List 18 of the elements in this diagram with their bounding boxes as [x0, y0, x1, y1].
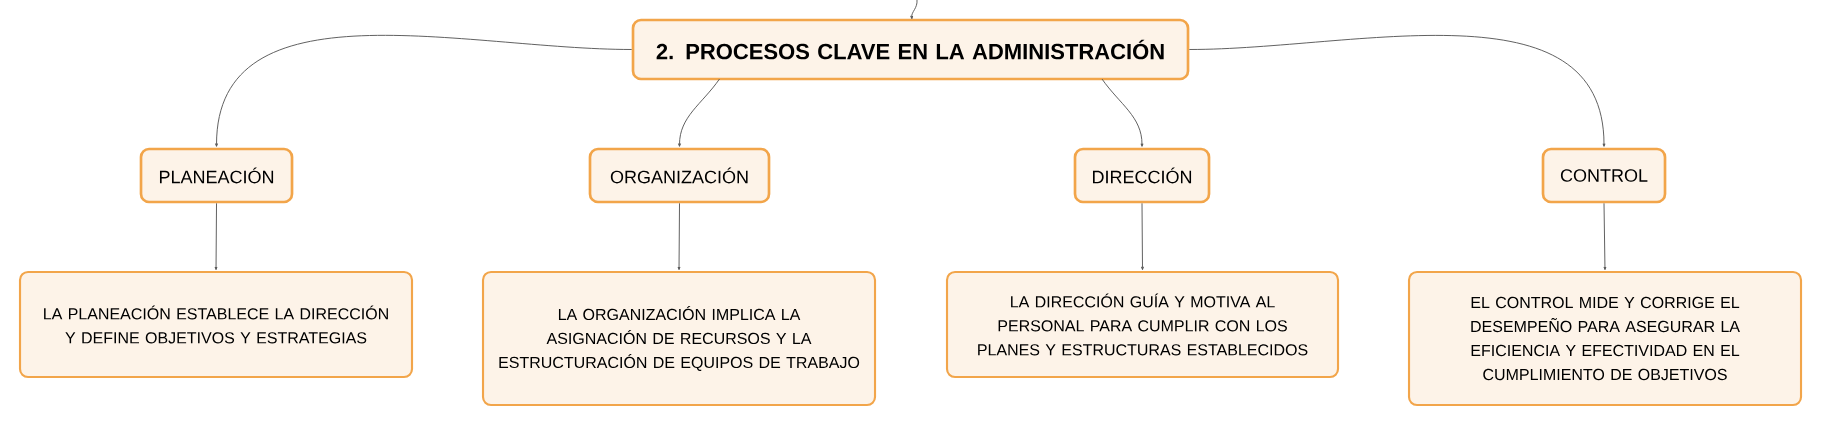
arrow [1101, 78, 1144, 147]
subtopic-box: ORGANIZACIÓN [588, 147, 771, 204]
arrow [214, 202, 218, 271]
description-box: EL CONTROL MIDE Y CORRIGE EL DESEMPEÑO PARA ASEGURAR LA EFICIENCIA Y EFECTIVIDAD EN EL CUMPLIMIENTO DE OBJETIVOS [1407, 270, 1803, 407]
arrow [1603, 202, 1607, 271]
arrow [215, 35, 633, 147]
description-box: LA ORGANIZACIÓN IMPLICA LA ASIGNACIÓN DE RECURSOS Y LA ESTRUCTURACIÓN DE EQUIPOS DE TRABAJO [481, 270, 877, 407]
subtopic-box: CONTROL [1541, 147, 1667, 204]
arrow [677, 202, 681, 271]
arrow [1141, 202, 1144, 271]
description-box: LA PLANEACIÓN ESTABLECE LA DIRECCIÓN Y DEFINE OBJETIVOS Y ESTRATEGIAS [18, 270, 414, 379]
subtopic-box: DIRECCIÓN [1073, 147, 1211, 204]
arrow [910, 0, 918, 20]
arrow [678, 78, 720, 147]
topic-box: 2. PROCESOS CLAVE EN LA ADMINISTRACIÓN [631, 18, 1190, 81]
arrow [1188, 35, 1606, 147]
subtopic-box: PLANEACIÓN [139, 147, 294, 204]
description-box: LA DIRECCIÓN GUÍA Y MOTIVA AL PERSONAL PARA CUMPLIR CON LOS PLANES Y ESTRUCTURAS ESTABLECIDOS [945, 270, 1340, 379]
